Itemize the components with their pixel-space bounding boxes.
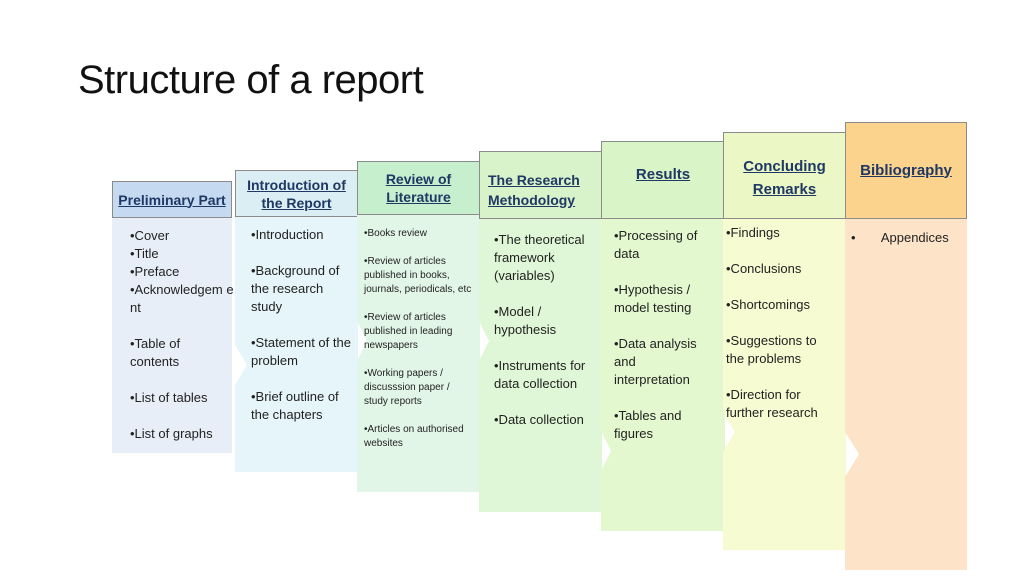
slide-title: Structure of a report: [78, 58, 424, 102]
list-item: • Appendices: [851, 230, 949, 245]
list-item: •Direction for further research: [726, 387, 818, 420]
list-item: •Data analysis and interpretation: [614, 336, 697, 387]
list-item: •Introduction: [251, 227, 324, 242]
column-review-of-literature: Review of Literature •Books review •Revi…: [357, 161, 480, 492]
column-background-shape: [601, 219, 725, 531]
column-heading-box: Concluding Remarks: [723, 132, 846, 219]
column-heading: Preliminary Part: [118, 191, 226, 208]
column-heading-box: Results: [601, 141, 725, 219]
column-heading: Results: [635, 166, 691, 183]
column-background-shape: [479, 219, 602, 512]
column-heading: Review of Literature: [385, 171, 452, 205]
column-heading-box: Introduction of the Report: [235, 170, 358, 217]
column-body: • Appendices: [845, 219, 967, 570]
list-item: •Shortcomings: [726, 297, 811, 312]
list-item: •List of tables: [130, 390, 208, 405]
list-item: •Suggestions to the problems: [726, 333, 817, 366]
column-research-methodology: The Research Methodology •The theoretica…: [479, 151, 602, 512]
list-item: •Cover: [130, 228, 170, 243]
list-item: •Books review: [364, 228, 427, 239]
list-item: •List of graphs: [130, 426, 213, 441]
column-heading: The Research Methodology: [488, 172, 580, 208]
column-body: •The theoretical framework (variables) •…: [479, 219, 602, 512]
list-item: •Tables and figures: [614, 408, 682, 441]
list-item: •Background of the research study: [251, 263, 340, 314]
column-heading-box: Review of Literature: [357, 161, 480, 215]
column-body: •Books review •Review of articles publis…: [357, 215, 480, 492]
list-item: •Review of articles published in leading…: [364, 312, 453, 351]
column-preliminary-part: Preliminary Part •Cover •Title •Preface …: [112, 181, 234, 453]
list-item: •Statement of the problem: [251, 335, 351, 368]
list-item: •Instruments for data collection: [494, 358, 586, 391]
column-results: Results •Processing of data •Hypothesis …: [601, 141, 725, 531]
list-item: •The theoretical framework (variables): [494, 232, 585, 283]
column-heading: Introduction of the Report: [247, 176, 346, 211]
list-item: •Findings: [726, 225, 780, 240]
list-item: •Brief outline of the chapters: [251, 389, 339, 422]
list-item: •Table of contents: [130, 336, 181, 369]
list-item: •Processing of data: [614, 228, 698, 261]
column-bibliography: Bibliography • Appendices: [845, 122, 967, 570]
column-body: •Processing of data •Hypothesis / model …: [601, 219, 725, 531]
column-concluding-remarks: Concluding Remarks •Findings •Conclusion…: [723, 132, 846, 550]
column-body: •Cover •Title •Preface •Acknowledgem ent…: [112, 218, 234, 453]
list-item: •Articles on authorised websites: [364, 424, 464, 449]
list-item: •Conclusions: [726, 261, 802, 276]
column-background-shape: [723, 219, 846, 550]
column-heading-box: Preliminary Part: [112, 181, 232, 218]
column-heading: Concluding Remarks: [743, 158, 826, 198]
column-body: •Findings •Conclusions •Shortcomings •Su…: [723, 219, 846, 550]
list-item: •Preface: [130, 264, 180, 279]
column-background-shape: [235, 217, 358, 472]
list-item: •Data collection: [494, 412, 584, 427]
column-heading-box: The Research Methodology: [479, 151, 602, 219]
list-item: •Hypothesis / model testing: [614, 282, 692, 315]
column-background-shape: [845, 219, 967, 570]
column-heading-box: Bibliography: [845, 122, 967, 219]
list-item: •Title: [130, 246, 159, 261]
column-heading: Bibliography: [860, 161, 952, 179]
list-item: •Working papers / discusssion paper / st…: [364, 368, 450, 407]
list-item: •Acknowledgem ent: [130, 282, 234, 315]
column-background-shape: [357, 215, 480, 492]
list-item: •Review of articles published in books, …: [364, 256, 472, 295]
column-introduction: Introduction of the Report •Introduction…: [235, 170, 358, 472]
list-item: •Model / hypothesis: [494, 304, 557, 337]
column-body: •Introduction •Background of the researc…: [235, 217, 358, 472]
